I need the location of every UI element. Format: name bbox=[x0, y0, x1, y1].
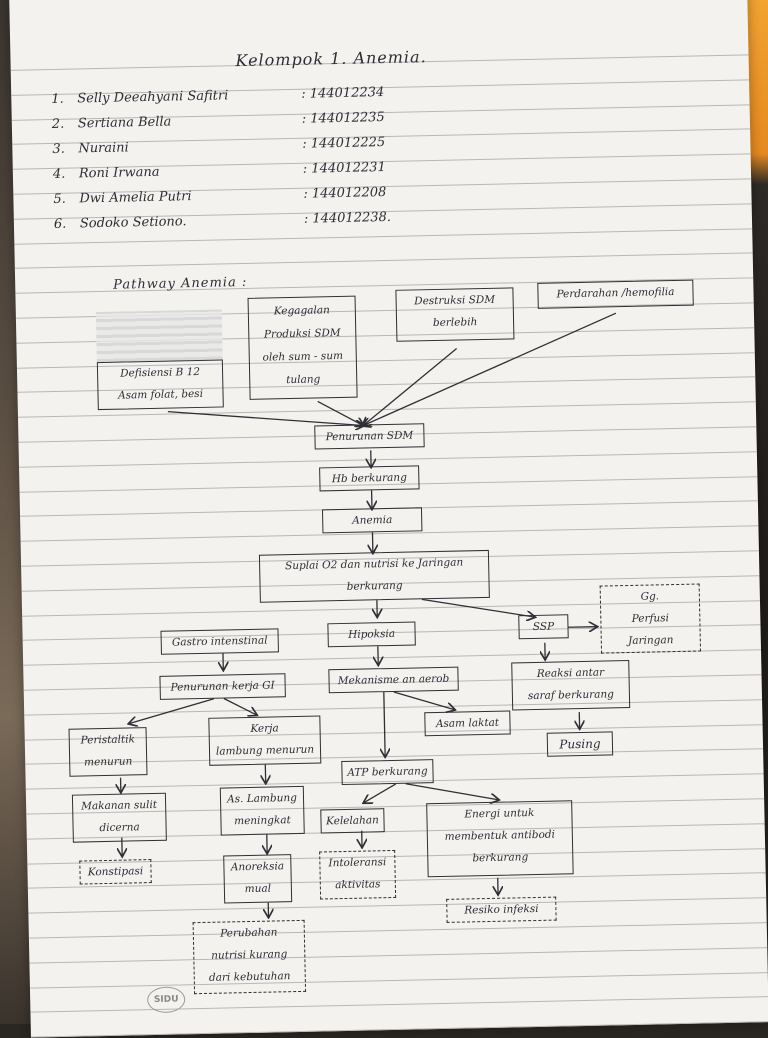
gastro-label: Gastro intenstinal bbox=[162, 629, 278, 653]
anemia-label: Anemia bbox=[323, 508, 421, 532]
kegagalan-box: Kegagalan Produksi SDM oleh sum - sum tu… bbox=[248, 296, 358, 400]
perubahan-nutrisi-label: Perubahan nutrisi kurang dari kebutuhan bbox=[194, 921, 305, 989]
reaksi-label: Reaksi antar saraf berkurang bbox=[512, 661, 629, 707]
resiko-box: Resiko infeksi bbox=[446, 897, 556, 923]
hb-label: Hb berkurang bbox=[320, 466, 418, 490]
notebook-page: Kelompok 1. Anemia. 1.Selly Deeahyani Sa… bbox=[9, 0, 768, 1038]
kerja-lambung-label: Kerja lambung menurun bbox=[209, 717, 320, 763]
destruksi-label: Destruksi SDM berlebih bbox=[396, 288, 513, 334]
asam-laktat-box: Asam laktat bbox=[424, 711, 510, 737]
hb-box: Hb berkurang bbox=[319, 465, 419, 491]
energi-label: Energi untuk membentuk antibodi berkuran… bbox=[427, 801, 572, 870]
makanan-box: Makanan sulit dicerna bbox=[72, 793, 167, 843]
as-lambung-box: As. Lambung meningkat bbox=[220, 786, 305, 836]
anoreksia-label: Anoreksia mual bbox=[224, 855, 291, 900]
peristaltik-label: Peristaltik menurun bbox=[70, 728, 147, 774]
kerja-lambung-box: Kerja lambung menurun bbox=[208, 715, 321, 765]
makanan-label: Makanan sulit dicerna bbox=[73, 794, 166, 840]
pusing-label: Pusing bbox=[548, 732, 612, 755]
as-lambung-label: As. Lambung meningkat bbox=[221, 787, 304, 833]
peristaltik-box: Peristaltik menurun bbox=[69, 727, 148, 777]
kelelahan-label: Kelelahan bbox=[321, 809, 383, 832]
kegagalan-label: Kegagalan Produksi SDM oleh sum - sum tu… bbox=[249, 299, 357, 393]
perdarahan-box: Perdarahan /hemofilia bbox=[537, 280, 694, 309]
atp-label: ATP berkurang bbox=[342, 760, 432, 784]
penurunan-kerja-box: Penurunan kerja GI bbox=[159, 673, 285, 700]
ssp-label: SSP bbox=[519, 615, 567, 638]
penurunan-sdm-box: Penurunan SDM bbox=[314, 423, 424, 449]
penurunan-kerja-label: Penurunan kerja GI bbox=[160, 674, 284, 699]
defisiensi-box: Defisiensi B 12 Asam folat, besi bbox=[97, 359, 224, 410]
intoleransi-box: Intoleransi aktivitas bbox=[319, 850, 396, 900]
hipoksia-box: Hipoksia bbox=[327, 621, 415, 647]
reaksi-box: Reaksi antar saraf berkurang bbox=[511, 660, 630, 710]
konstipasi-box: Konstipasi bbox=[79, 859, 151, 885]
gg-perfusi-label: Gg. Perfusi Jaringan bbox=[601, 585, 700, 653]
suplai-label: Suplai O2 dan nutrisi ke Jaringan berkur… bbox=[260, 551, 489, 600]
mekanisme-label: Mekanisme an aerob bbox=[329, 668, 457, 693]
mekanisme-box: Mekanisme an aerob bbox=[328, 667, 458, 694]
kelelahan-box: Kelelahan bbox=[320, 808, 384, 833]
gastro-box: Gastro intenstinal bbox=[160, 628, 278, 654]
anemia-box: Anemia bbox=[322, 507, 422, 533]
perubahan-nutrisi-box: Perubahan nutrisi kurang dari kebutuhan bbox=[193, 920, 306, 994]
pusing-box: Pusing bbox=[547, 731, 613, 756]
resiko-label: Resiko infeksi bbox=[447, 898, 555, 922]
perdarahan-label: Perdarahan /hemofilia bbox=[538, 281, 692, 306]
intoleransi-label: Intoleransi aktivitas bbox=[320, 851, 395, 897]
energi-box: Energi untuk membentuk antibodi berkuran… bbox=[426, 800, 574, 877]
ssp-box: SSP bbox=[518, 614, 568, 639]
hipoksia-label: Hipoksia bbox=[328, 622, 414, 646]
atp-box: ATP berkurang bbox=[341, 759, 433, 785]
suplai-box: Suplai O2 dan nutrisi ke Jaringan berkur… bbox=[259, 550, 490, 603]
konstipasi-label: Konstipasi bbox=[80, 860, 150, 883]
penurunan-sdm-label: Penurunan SDM bbox=[315, 424, 423, 448]
destruksi-box: Destruksi SDM berlebih bbox=[395, 287, 514, 341]
defisiensi-label: Defisiensi B 12 Asam folat, besi bbox=[98, 360, 223, 407]
asam-laktat-label: Asam laktat bbox=[425, 712, 509, 736]
gg-perfusi-box: Gg. Perfusi Jaringan bbox=[600, 584, 701, 654]
anoreksia-box: Anoreksia mual bbox=[223, 854, 292, 903]
